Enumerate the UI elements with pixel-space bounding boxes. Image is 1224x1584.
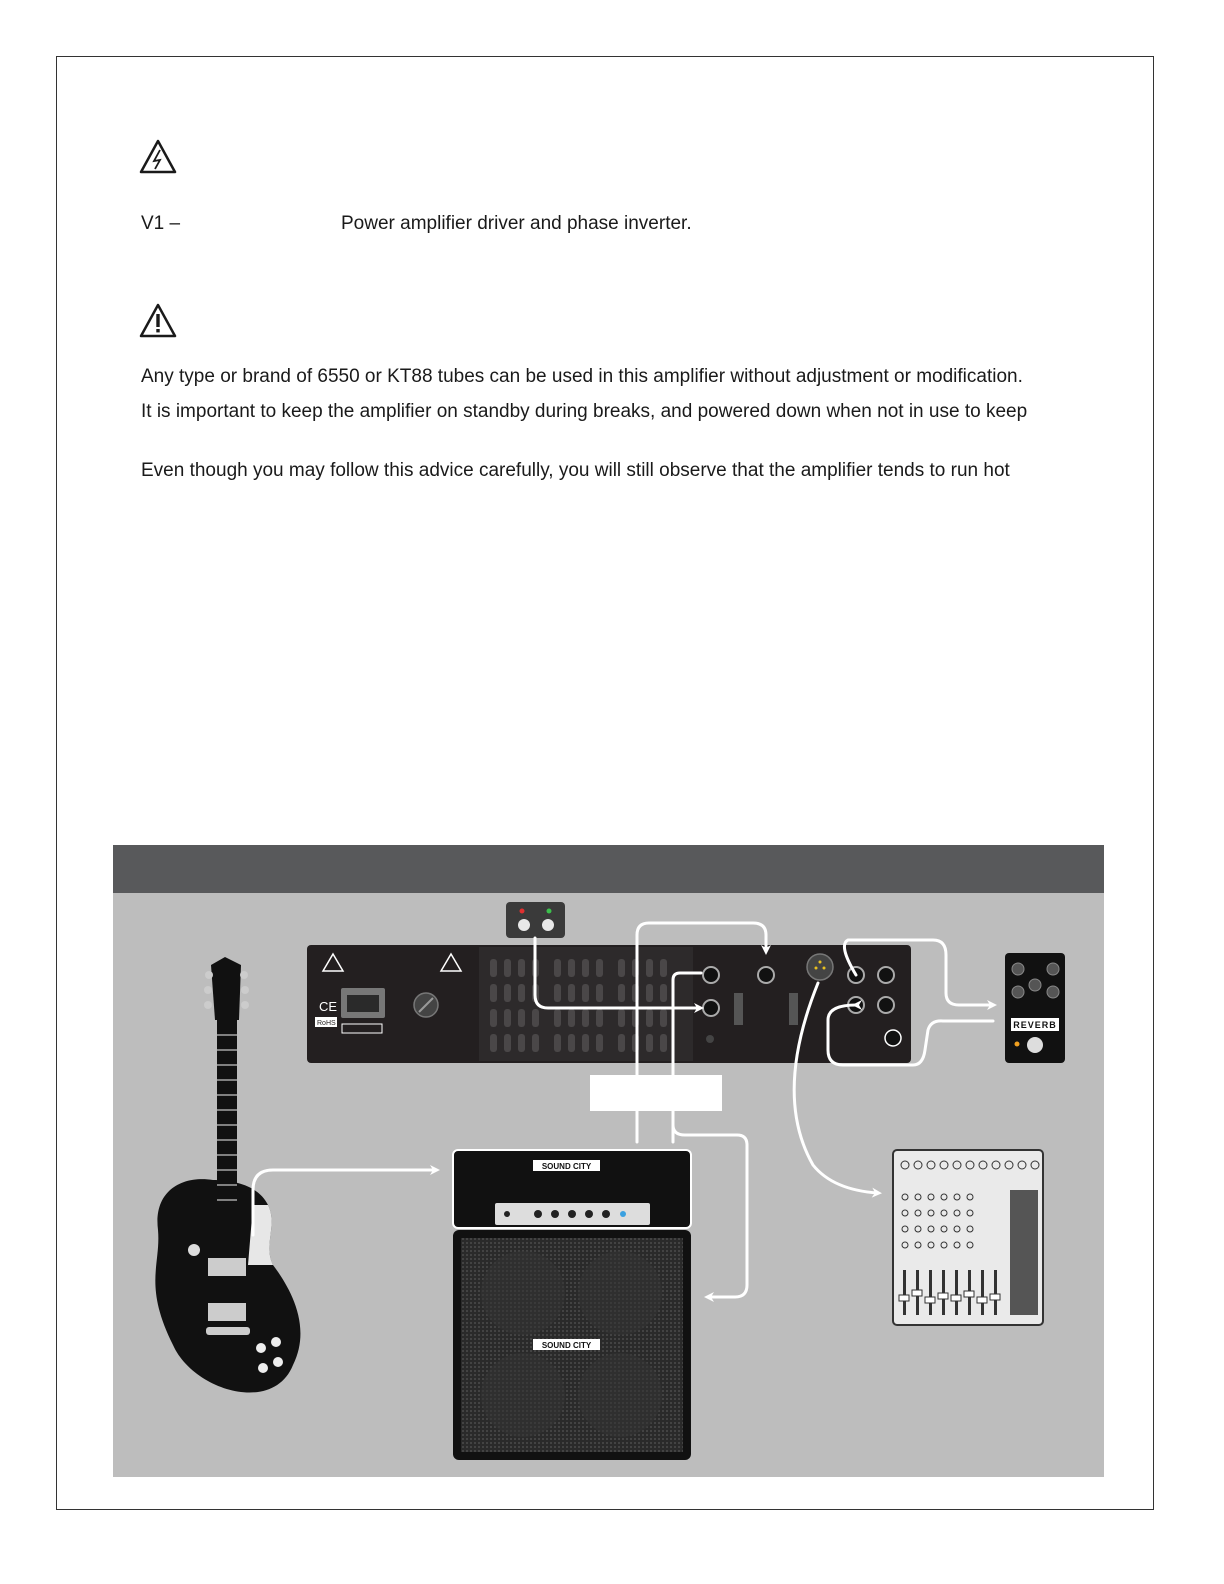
diagram-header-bar <box>113 845 1104 893</box>
amp-head-icon: SOUND CITY <box>452 1149 692 1229</box>
diagram-label-box <box>590 1075 722 1111</box>
tube-description: Power amplifier driver and phase inverte… <box>341 213 692 234</box>
cable-paths <box>251 921 997 1302</box>
diagram-artwork: CE RoHS <box>155 902 1065 1460</box>
tube-label: V1 – <box>141 213 181 234</box>
guitar-icon <box>155 957 301 1393</box>
mixer-icon <box>892 1149 1044 1326</box>
page-border <box>56 56 1154 1510</box>
high-voltage-warning-icon <box>139 139 177 174</box>
caution-warning-icon <box>139 303 177 338</box>
amp-head-brand: SOUND CITY <box>542 1162 592 1171</box>
rohs-mark: RoHS <box>317 1020 336 1027</box>
ce-mark: CE <box>319 999 337 1014</box>
paragraph-runs-hot: Even though you may follow this advice c… <box>141 460 1010 481</box>
paragraph-standby: It is important to keep the amplifier on… <box>141 401 1028 422</box>
reverb-pedal-icon: REVERB <box>1005 953 1065 1063</box>
footswitch-icon <box>506 902 565 938</box>
rear-panel-icon: CE RoHS <box>307 945 911 1063</box>
connection-diagram: CE RoHS <box>113 845 1104 1477</box>
speaker-cabinet-icon: SOUND CITY <box>453 1230 691 1460</box>
paragraph-tube-types: Any type or brand of 6550 or KT88 tubes … <box>141 366 1023 387</box>
reverb-label: REVERB <box>1013 1020 1057 1030</box>
cabinet-brand: SOUND CITY <box>542 1341 592 1350</box>
